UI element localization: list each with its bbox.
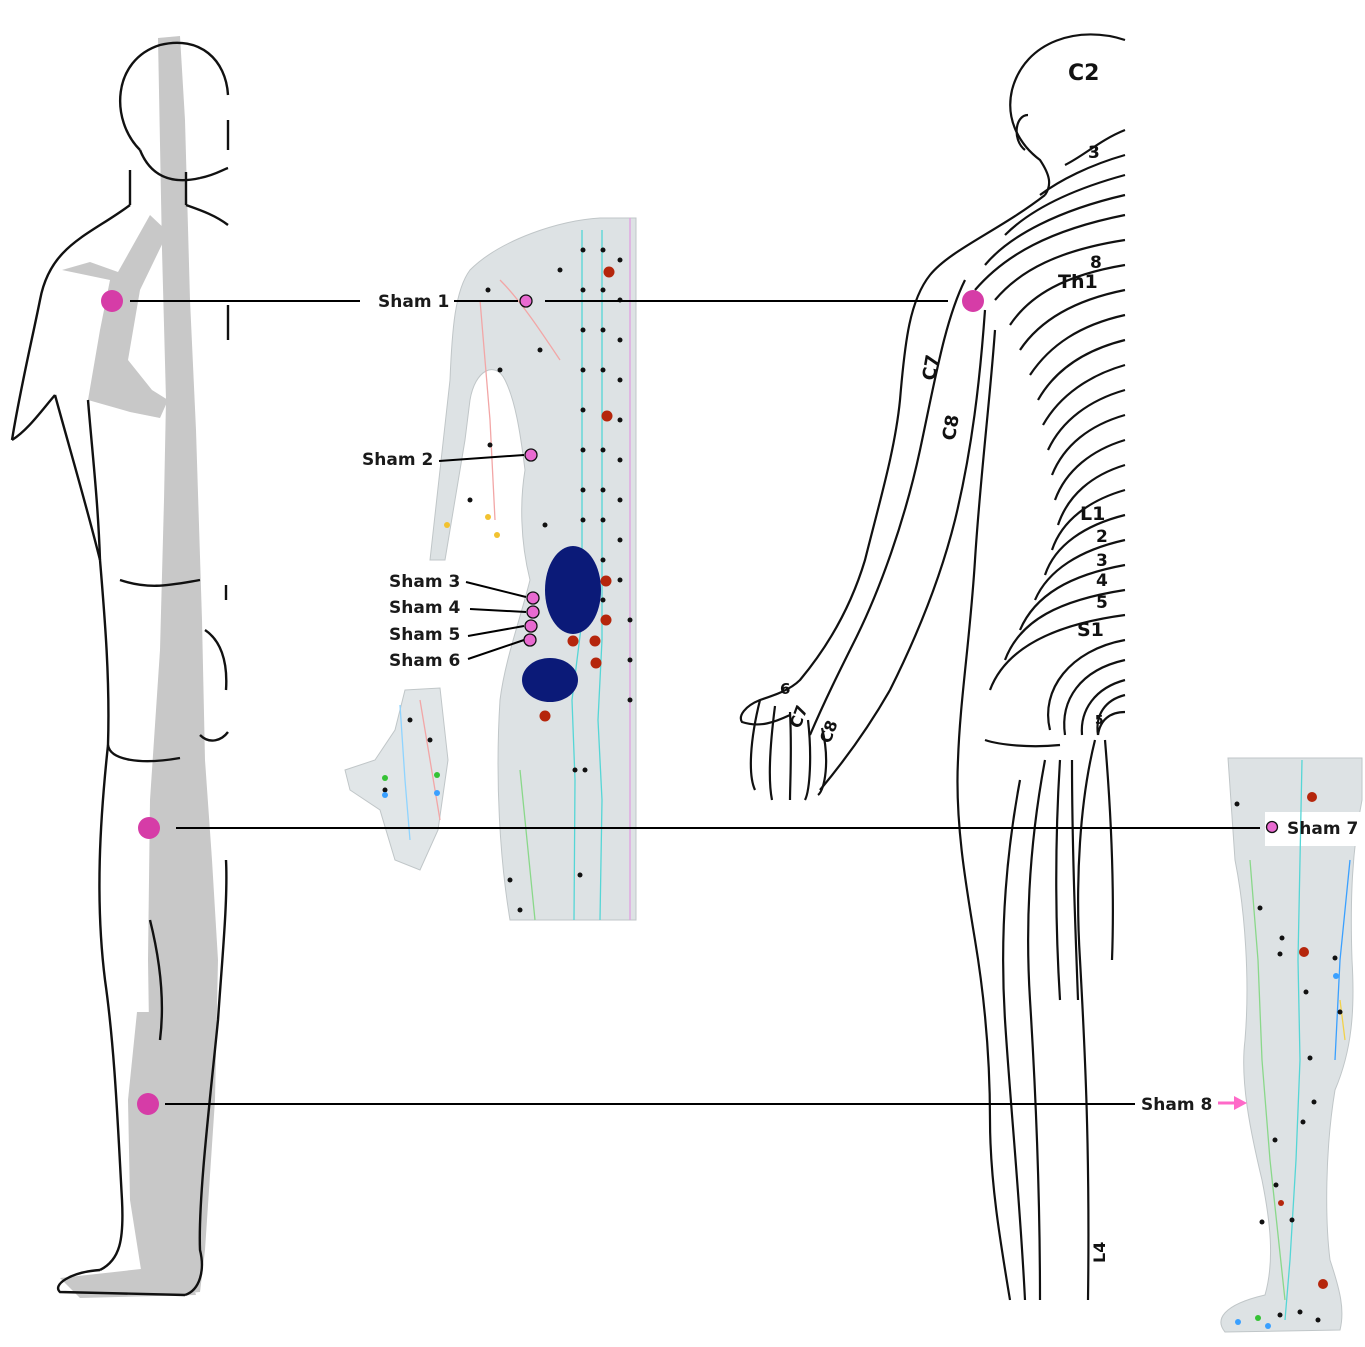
derm-3b: 3 [1096, 551, 1108, 571]
sham-1-label: Sham 1 [378, 292, 449, 312]
derm-th1: Th1 [1058, 271, 1098, 293]
derm-2: 2 [1096, 527, 1108, 547]
sham-points [101, 290, 1278, 1115]
gluteal-region-upper [545, 546, 601, 634]
sham-point-7-marker [1267, 822, 1278, 833]
sham-point-2-marker [525, 449, 537, 461]
gluteal-region-lower [522, 658, 578, 702]
derm-3: 3 [1088, 143, 1100, 163]
derm-leg-l4: L4 [1090, 1242, 1109, 1263]
sham-7-label: Sham 7 [1287, 819, 1358, 839]
sham-point-left-calf [137, 1093, 159, 1115]
acupoint-back-chart [345, 218, 636, 920]
derm-l1: L1 [1080, 503, 1105, 525]
leg-acupoint-chart [1221, 758, 1363, 1332]
sham-point-4-marker [527, 606, 539, 618]
derm-c2: C2 [1068, 61, 1099, 86]
sham-6-label: Sham 6 [389, 651, 460, 671]
sham-point-6-marker [524, 634, 536, 646]
sham-3-label: Sham 3 [389, 572, 460, 592]
derm-hand-c8: C8 [816, 718, 842, 746]
derm-4: 4 [1096, 571, 1108, 591]
derm-s5: 5 [1095, 713, 1103, 727]
sham-point-5-marker [525, 620, 537, 632]
derm-c8: C8 [939, 413, 964, 442]
derm-c7: C7 [919, 353, 944, 382]
sham-point-3-marker [527, 592, 539, 604]
sham-point-1-marker [520, 295, 532, 307]
sham-8-arrow [1218, 1096, 1247, 1110]
left-body-figure [12, 36, 228, 1298]
dermatome-chart [741, 34, 1125, 1300]
sham-2-label: Sham 2 [362, 450, 433, 470]
sham-point-left-thigh [138, 817, 160, 839]
sham-5-label: Sham 5 [389, 625, 460, 645]
derm-8: 8 [1090, 253, 1102, 273]
sham-4-label: Sham 4 [389, 598, 460, 618]
sham-8-label: Sham 8 [1141, 1095, 1212, 1115]
sham-point-left-shoulder [101, 290, 123, 312]
derm-hand-6: 6 [780, 680, 790, 698]
dermatome-labels: C2 3 8 Th1 C7 C8 L1 2 3 4 5 S1 5 6 C7 C8… [780, 61, 1109, 1263]
derm-5: 5 [1096, 593, 1108, 613]
sham-point-right-shoulder [962, 290, 984, 312]
derm-s1: S1 [1077, 619, 1104, 641]
